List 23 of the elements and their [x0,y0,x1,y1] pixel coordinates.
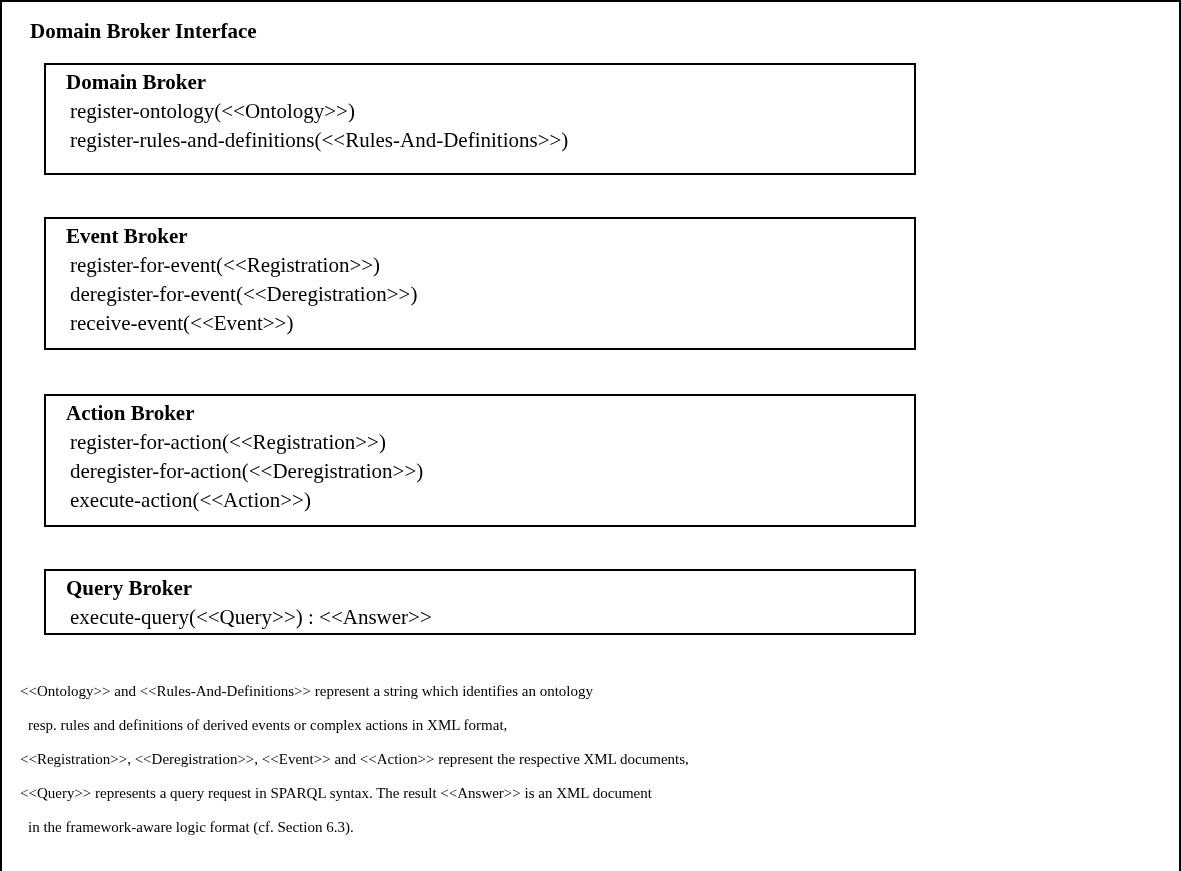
method-signature: receive-event(<<Event>>) [70,311,294,336]
method-signature: deregister-for-event(<<Deregistration>>) [70,282,418,307]
method-signature: execute-query(<<Query>>) : <<Answer>> [70,605,432,630]
method-signature: register-ontology(<<Ontology>>) [70,99,355,124]
method-signature: register-for-action(<<Registration>>) [70,430,386,455]
method-signature: register-rules-and-definitions(<<Rules-And-Definitions>>) [70,128,569,153]
box-heading: Domain Broker [66,70,207,95]
broker-box [44,394,916,527]
box-heading: Domain Broker Interface [30,19,257,44]
note-text: resp. rules and definitions of derived events or complex actions in XML format, [28,717,508,734]
note-text: <<Query>> represents a query request in SPARQL syntax. The result <<Answer>> is an XML document [20,785,652,802]
method-signature: register-for-event(<<Registration>>) [70,253,381,278]
broker-box [44,569,916,635]
note-text: <<Ontology>> and <<Rules-And-Definitions>> represent a string which identifies an ontology [20,683,593,700]
box-heading: Query Broker [66,576,193,601]
method-signature: deregister-for-action(<<Deregistration>>) [70,459,424,484]
box-heading: Action Broker [66,401,195,426]
method-signature: execute-action(<<Action>>) [70,488,311,513]
box-heading: Event Broker [66,224,188,249]
note-text: in the framework-aware logic format (cf. Section 6.3). [28,819,354,836]
broker-box [44,63,916,175]
note-text: <<Registration>>, <<Deregistration>>, <<Event>> and <<Action>> represent the respective XML documents, [20,751,689,768]
broker-box [44,217,916,350]
